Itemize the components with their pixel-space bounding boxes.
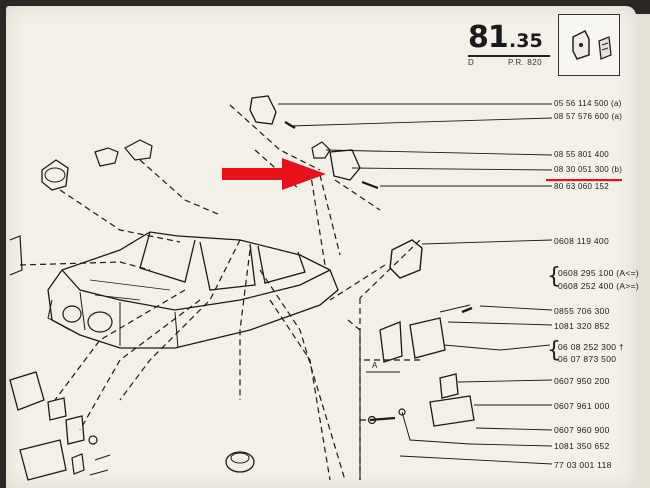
- rear-door-frame: [257, 245, 306, 284]
- part-hinge-body: [429, 395, 475, 427]
- part-bolt: [361, 180, 379, 190]
- part-number: 0607 961 000: [554, 401, 610, 411]
- part-number: 0607 950 200: [554, 376, 610, 386]
- part-bracket-arrow: [329, 149, 361, 181]
- part-number: 80 63 060 152: [554, 182, 610, 191]
- header-left-code: D: [468, 58, 474, 67]
- part-number: 06 07 873 500: [558, 354, 617, 364]
- part-number: 0608 252 400 (A>=): [558, 281, 640, 291]
- catalog-page: [6, 6, 636, 488]
- dimension-label-a: A: [372, 361, 378, 370]
- part-plate-bl-4: [19, 439, 67, 481]
- part-grommet: [225, 451, 255, 473]
- part-number-leaders: [278, 103, 553, 465]
- part-hinge-plate-b: [409, 317, 446, 359]
- part-cap-left: [41, 159, 69, 191]
- part-plate-bl-3: [65, 415, 85, 445]
- part-plate-bl-2: [47, 397, 67, 421]
- car-body-outline: [47, 231, 339, 349]
- red-underline-marker: [546, 179, 622, 182]
- part-pin: [284, 121, 296, 129]
- part-hinge-plate-a: [379, 321, 403, 363]
- part-washer: [398, 408, 406, 416]
- part-number: 05 56 114 500 (a): [554, 99, 622, 108]
- windshield-frame: [139, 231, 196, 283]
- engine-bay-lines: [89, 279, 171, 301]
- part-nut: [88, 435, 98, 445]
- part-number: 08 57 576 600 (a): [554, 112, 623, 121]
- part-hinge-cover: [389, 239, 423, 279]
- part-bolt-lower: [369, 416, 396, 422]
- headlight-left: [87, 311, 113, 333]
- part-number: 0855 706 300: [554, 306, 610, 316]
- hinge-icon: [558, 14, 620, 76]
- part-number: 0607 960 900: [554, 425, 610, 435]
- part-plate-bl-1: [9, 371, 45, 411]
- part-number-highlighted: 08 30 051 300 (b): [554, 165, 623, 174]
- page-number-main: 81: [468, 20, 509, 55]
- page-number-sub: .35: [509, 30, 543, 52]
- car-roof-edge: [61, 269, 331, 311]
- part-screw-0855: [461, 306, 473, 314]
- front-door-frame: [199, 241, 256, 291]
- part-leader-lower: [401, 411, 471, 445]
- front-bumper: [47, 299, 71, 331]
- group-brace: {: [547, 338, 561, 363]
- header-right-code: P.R. 820: [508, 58, 543, 67]
- part-number: 0608 295 100 (A<=): [558, 268, 640, 278]
- part-clip-medium: [124, 139, 153, 161]
- part-leader-0608: [443, 344, 551, 351]
- part-bracket-top: [249, 95, 277, 125]
- part-clip-small: [94, 147, 119, 167]
- part-number: 1081 320 852: [554, 321, 610, 331]
- part-number: 08 55 801 400: [554, 150, 610, 159]
- group-brace: {: [547, 264, 561, 289]
- part-hinge-pin: [439, 373, 459, 399]
- headlight-right: [62, 305, 82, 323]
- part-leader-1081: [439, 304, 471, 313]
- header-rule: [468, 55, 550, 57]
- part-number: 1081 350 652: [554, 441, 610, 451]
- page-header: 81 .35 D P.R. 820: [468, 20, 558, 68]
- arrow-pointer-icon: [222, 158, 326, 190]
- part-screw-head: [311, 141, 331, 159]
- part-number: 77 03 001 118: [554, 460, 612, 470]
- part-number: 06 08 252 300 †: [558, 342, 624, 352]
- part-number: 0608 119 400: [554, 236, 609, 246]
- part-edge-left: [9, 235, 23, 276]
